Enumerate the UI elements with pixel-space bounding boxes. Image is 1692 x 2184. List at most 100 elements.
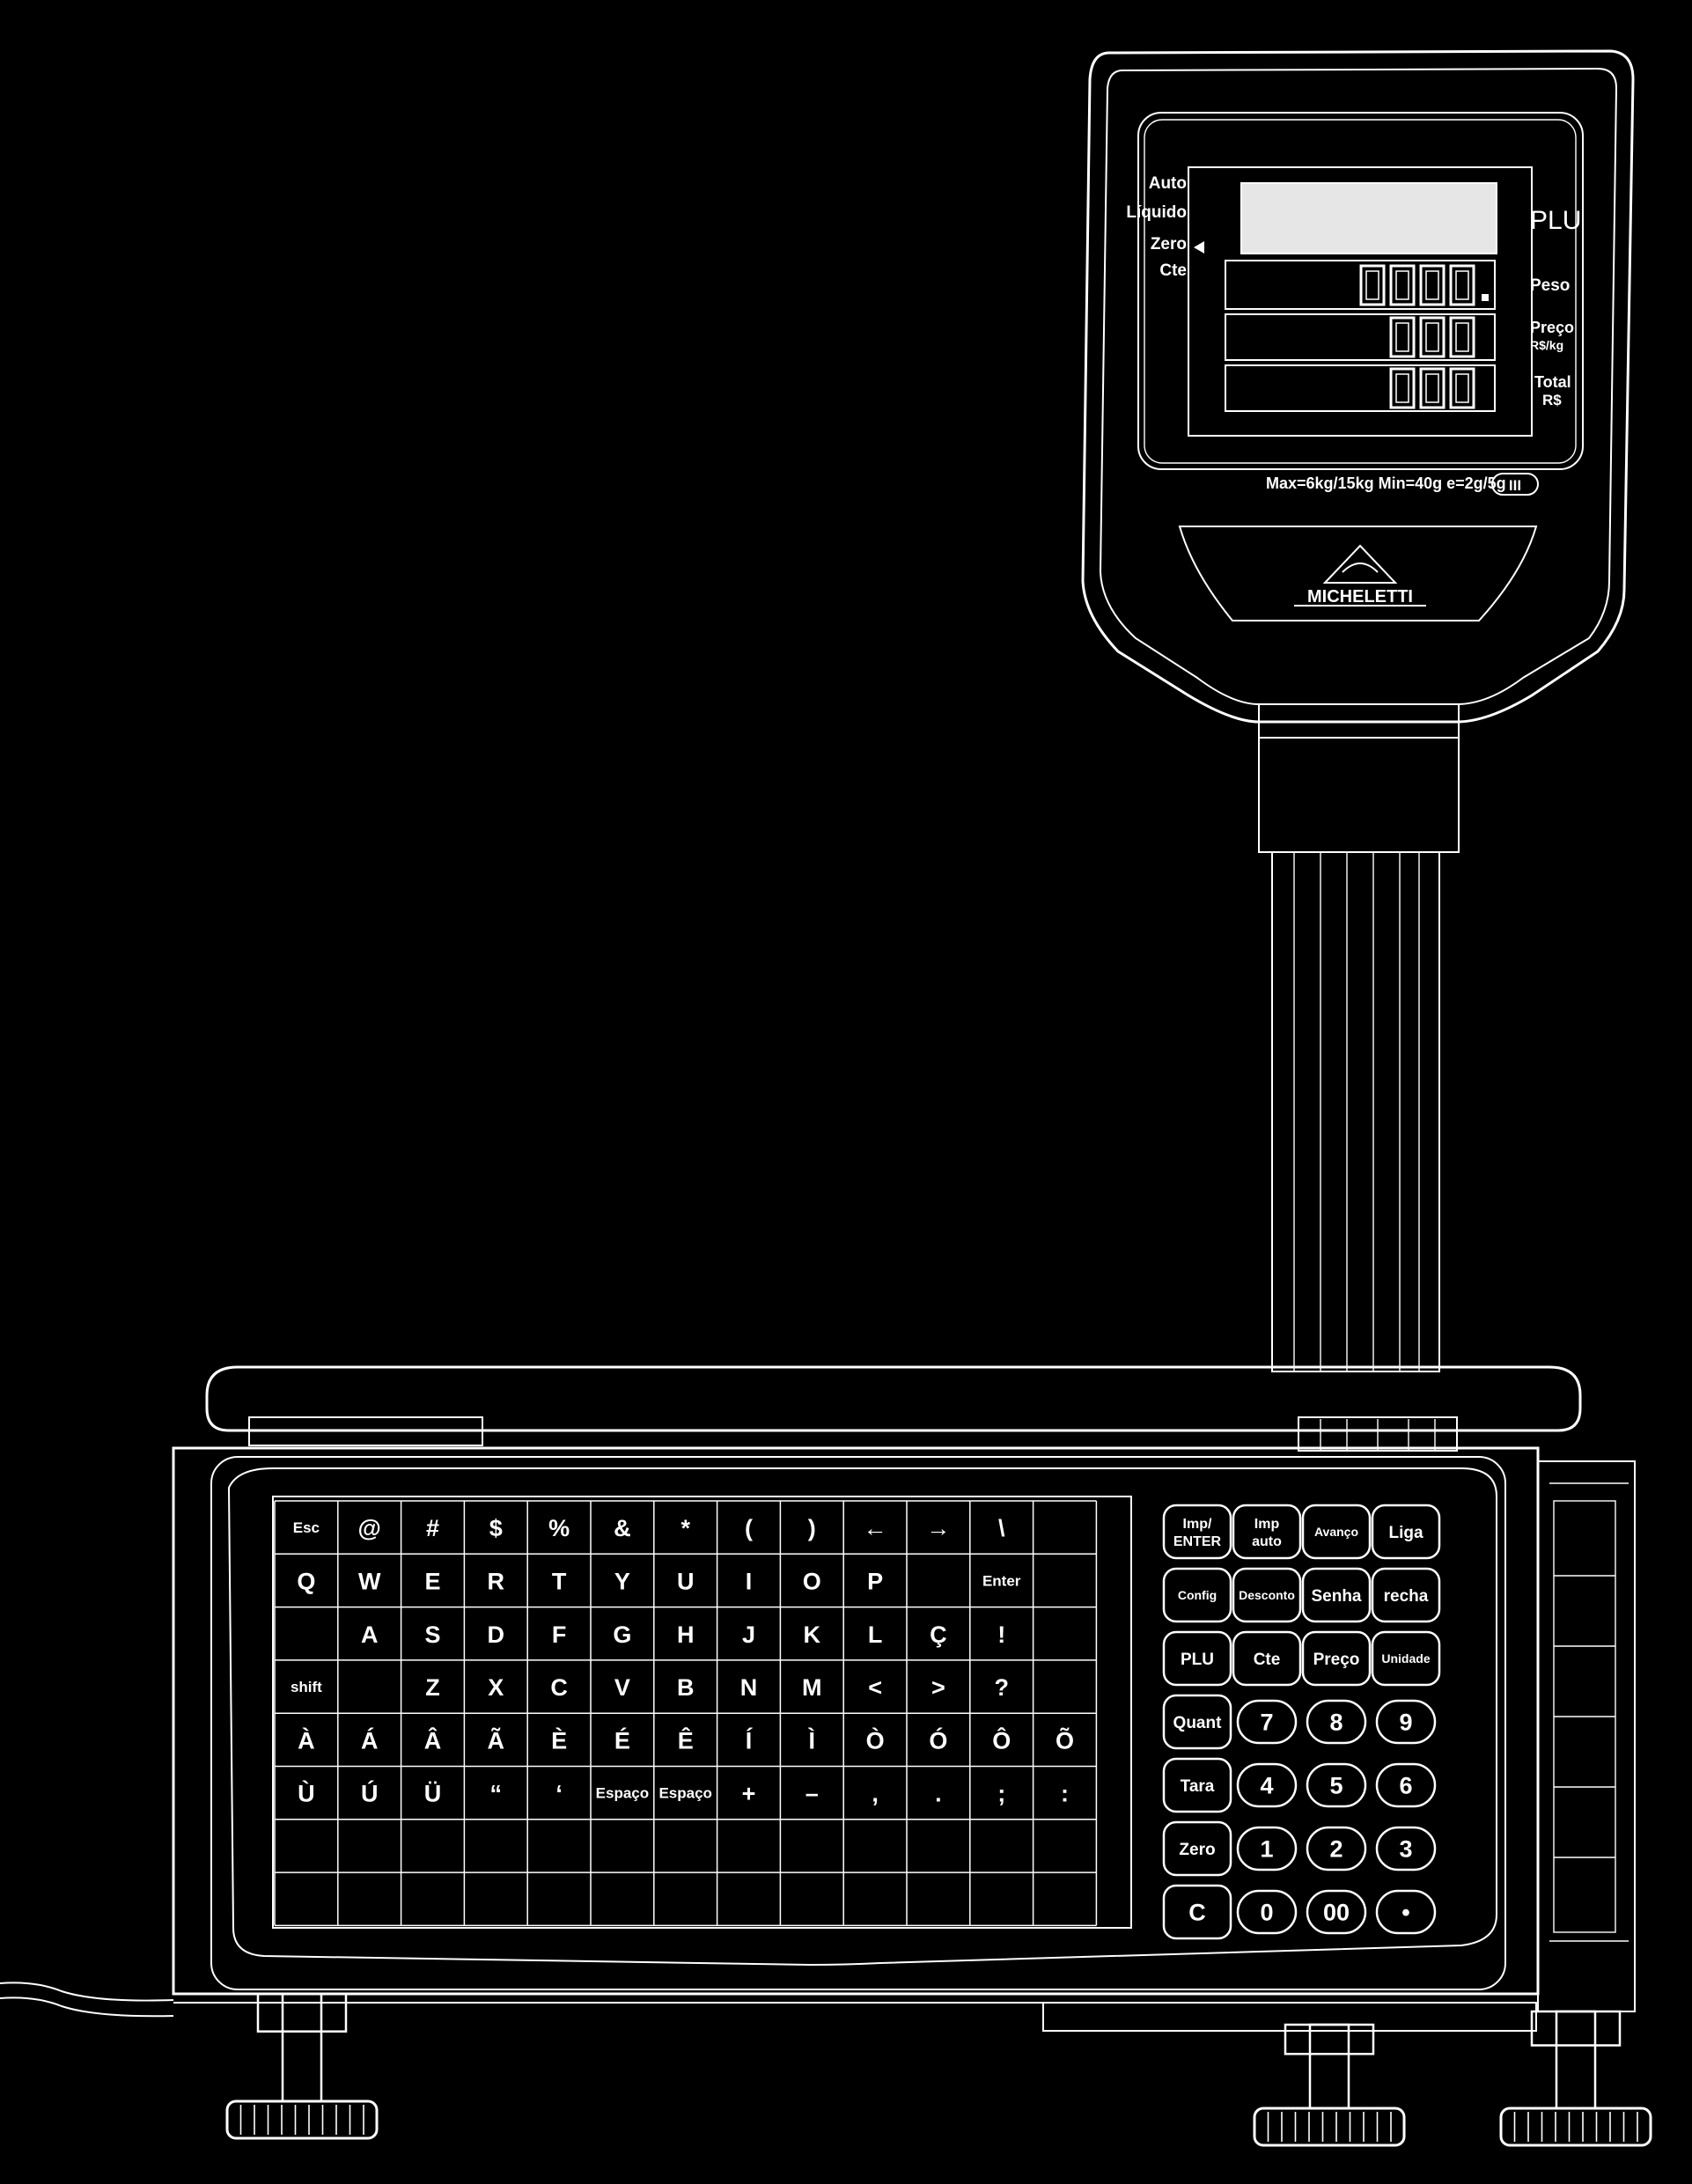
keyboard-key-label: ‘	[555, 1781, 563, 1807]
keyboard-key[interactable]	[1034, 1608, 1096, 1659]
keypad-key[interactable]	[1162, 1504, 1232, 1560]
keyboard-key-label: À	[298, 1726, 315, 1754]
foot-left-knob	[225, 2099, 379, 2140]
foot-middle-stem	[1308, 2023, 1350, 2110]
keyboard-key-label: Ê	[678, 1726, 694, 1754]
keypad-key[interactable]	[1162, 1820, 1232, 1877]
alpha-keyboard-panel	[272, 1496, 1132, 1929]
keyboard-key[interactable]	[592, 1873, 653, 1924]
preco-digit-inner	[1395, 322, 1409, 352]
keyboard-key-label: A	[361, 1621, 379, 1648]
keyboard-key[interactable]	[844, 1873, 906, 1924]
keypad-key[interactable]	[1162, 1694, 1232, 1750]
keyboard-key[interactable]	[908, 1820, 969, 1871]
feet	[225, 1992, 1652, 2147]
foot-middle-knob	[1253, 2107, 1406, 2147]
keyboard-key[interactable]	[592, 1820, 653, 1871]
keypad-key-label: 00	[1323, 1900, 1350, 1926]
peso-digit	[1359, 264, 1386, 306]
keypad-key[interactable]	[1236, 1889, 1298, 1935]
keyboard-key[interactable]	[908, 1873, 969, 1924]
keypad-key-label: Preço	[1313, 1651, 1360, 1669]
keyboard-key[interactable]	[781, 1873, 842, 1924]
keyboard-key-label: H	[677, 1621, 695, 1648]
keypad-key-label: Avanço	[1314, 1525, 1358, 1539]
keypad-key-label: 9	[1399, 1710, 1412, 1736]
keyboard-key[interactable]	[339, 1661, 401, 1712]
keyboard-key-label: Ç	[930, 1621, 947, 1648]
keypad-key[interactable]	[1162, 1757, 1232, 1813]
keypad-key[interactable]	[1301, 1504, 1372, 1560]
keyboard-key[interactable]	[1034, 1661, 1096, 1712]
class-mark: III	[1509, 477, 1521, 494]
keypad-key[interactable]	[1375, 1699, 1437, 1745]
keypad-key[interactable]	[1306, 1826, 1367, 1871]
keypad-key-label: Imp	[1254, 1517, 1280, 1532]
keyboard-key-label: ←	[864, 1515, 887, 1541]
keyboard-key[interactable]	[971, 1873, 1033, 1924]
keypad-key[interactable]	[1301, 1567, 1372, 1623]
keyboard-key[interactable]	[971, 1820, 1033, 1871]
keyboard-key[interactable]	[908, 1555, 969, 1606]
keyboard-key[interactable]	[655, 1873, 717, 1924]
keyboard-key[interactable]	[276, 1873, 337, 1924]
keypad-key[interactable]	[1236, 1762, 1298, 1808]
spec-line: Max=6kg/15kg Min=40g e=2g/5g	[1266, 474, 1506, 492]
keyboard-key[interactable]	[339, 1873, 401, 1924]
keyboard-key-label: N	[740, 1674, 758, 1701]
preco-field	[1225, 313, 1496, 361]
keyboard-key[interactable]	[655, 1820, 717, 1871]
keypad-key-label: 2	[1329, 1836, 1343, 1863]
keypad-key[interactable]	[1375, 1826, 1437, 1871]
keyboard-key[interactable]	[339, 1820, 401, 1871]
keyboard-key-label: O	[803, 1568, 821, 1594]
peso-digit-inner	[1425, 270, 1439, 300]
keyboard-key[interactable]	[465, 1820, 526, 1871]
keypad-key[interactable]	[1162, 1567, 1232, 1623]
keyboard-key[interactable]	[528, 1820, 590, 1871]
keypad-key[interactable]	[1371, 1567, 1441, 1623]
keyboard-key-label: .	[935, 1781, 942, 1807]
peso-digit-inner	[1365, 270, 1379, 300]
keyboard-key[interactable]	[1034, 1820, 1096, 1871]
keyboard-key[interactable]	[276, 1608, 337, 1659]
keyboard-key-label: ?	[994, 1674, 1009, 1701]
keyboard-key[interactable]	[718, 1873, 780, 1924]
keypad-key[interactable]	[1236, 1826, 1298, 1871]
keypad-key[interactable]	[1306, 1762, 1367, 1808]
keypad-key[interactable]	[1371, 1630, 1441, 1687]
keypad-key[interactable]	[1232, 1630, 1302, 1687]
keyboard-key[interactable]	[781, 1820, 842, 1871]
keyboard-key-label: Ù	[298, 1780, 315, 1807]
keypad-key[interactable]	[1162, 1630, 1232, 1687]
keypad-key[interactable]	[1306, 1699, 1367, 1745]
keypad-key[interactable]	[1236, 1699, 1298, 1745]
keypad-key[interactable]	[1162, 1884, 1232, 1940]
keyboard-key-label: K	[804, 1621, 821, 1648]
keyboard-key[interactable]	[402, 1820, 464, 1871]
keypad-key[interactable]	[1306, 1889, 1367, 1935]
keypad-key[interactable]	[1375, 1762, 1437, 1808]
keypad-key[interactable]	[1371, 1504, 1441, 1560]
keyboard-key[interactable]	[844, 1820, 906, 1871]
keypad-key[interactable]	[1232, 1504, 1302, 1560]
keyboard-key[interactable]	[1034, 1555, 1096, 1606]
keyboard-key[interactable]	[1034, 1502, 1096, 1553]
keyboard-key[interactable]	[465, 1873, 526, 1924]
keyboard-key[interactable]	[528, 1873, 590, 1924]
keypad-key[interactable]	[1301, 1630, 1372, 1687]
keyboard-key-label: $	[489, 1515, 503, 1541]
keypad-key-label: 4	[1260, 1773, 1273, 1799]
keypad-key[interactable]	[1375, 1889, 1437, 1935]
keyboard-key[interactable]	[718, 1820, 780, 1871]
keypad-key[interactable]	[1232, 1567, 1302, 1623]
keyboard-key[interactable]	[276, 1820, 337, 1871]
keyboard-key[interactable]	[402, 1873, 464, 1924]
class-mark-frame	[1491, 473, 1539, 496]
keyboard-key-label: :	[1061, 1781, 1069, 1807]
keyboard-key-label: L	[868, 1621, 883, 1648]
keyboard-key[interactable]	[1034, 1873, 1096, 1924]
